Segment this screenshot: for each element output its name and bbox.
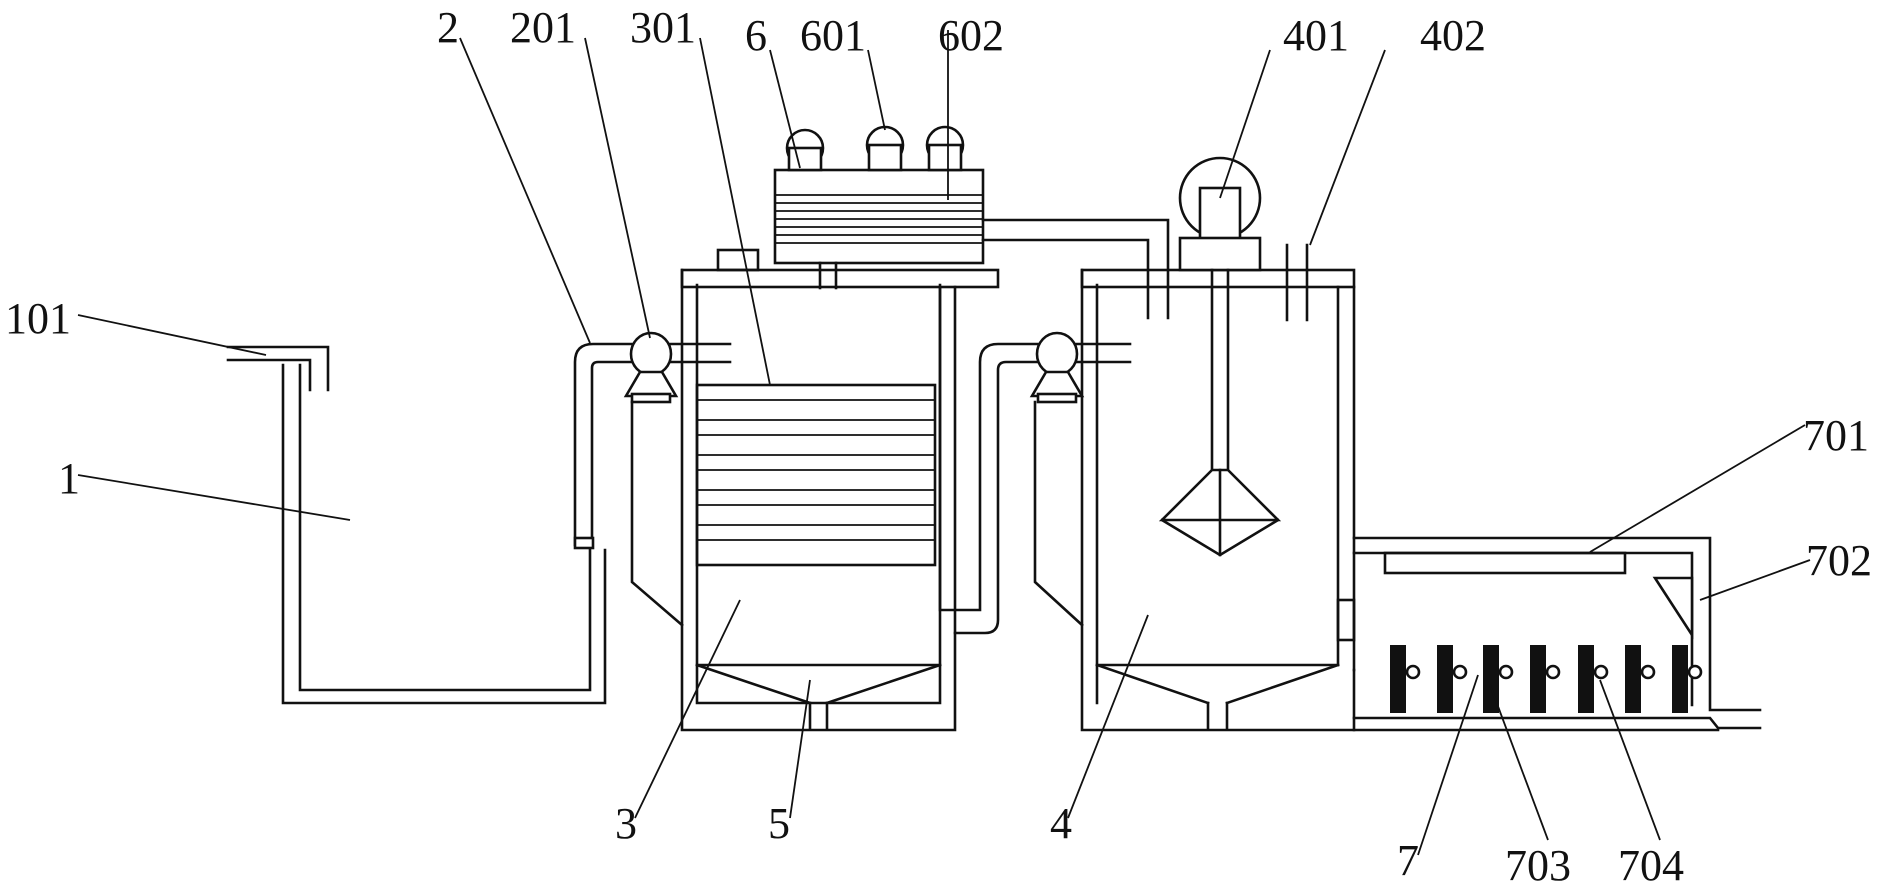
label-703: 703: [1505, 841, 1571, 887]
label-101: 101: [5, 294, 71, 343]
pipe-6-to-4: [981, 218, 1170, 320]
label-201: 201: [510, 3, 576, 52]
label-402: 402: [1420, 11, 1486, 60]
pump-2: [1029, 331, 1085, 404]
pipe-2: [573, 342, 732, 550]
pump-201: [623, 331, 679, 404]
filter-stack-301: [695, 383, 937, 567]
label-3: 3: [615, 799, 637, 848]
pipe-402: [1285, 243, 1309, 322]
stirrer-401: [1158, 156, 1282, 557]
tank-1: [281, 363, 607, 705]
inlet-101: [226, 345, 330, 392]
label-401: 401: [1283, 11, 1349, 60]
label-2: 2: [437, 3, 459, 52]
leader-lines: [77, 30, 1811, 856]
tank-7: [1352, 536, 1762, 732]
label-7: 7: [1397, 836, 1419, 885]
label-701: 701: [1803, 411, 1869, 460]
fan-601-group: [785, 125, 965, 172]
label-702: 702: [1806, 536, 1872, 585]
label-301: 301: [630, 3, 696, 52]
heater-array-703: [1390, 645, 1703, 713]
label-602: 602: [938, 11, 1004, 60]
label-704: 704: [1618, 841, 1684, 887]
label-5: 5: [768, 799, 790, 848]
pipe-3-to-4: [938, 285, 1132, 635]
label-1: 1: [58, 454, 80, 503]
label-6: 6: [745, 11, 767, 60]
label-601: 601: [800, 11, 866, 60]
label-4: 4: [1050, 799, 1072, 848]
labels: 101 1 2 201 301 6 601 602 401 402 701 70…: [5, 3, 1872, 887]
